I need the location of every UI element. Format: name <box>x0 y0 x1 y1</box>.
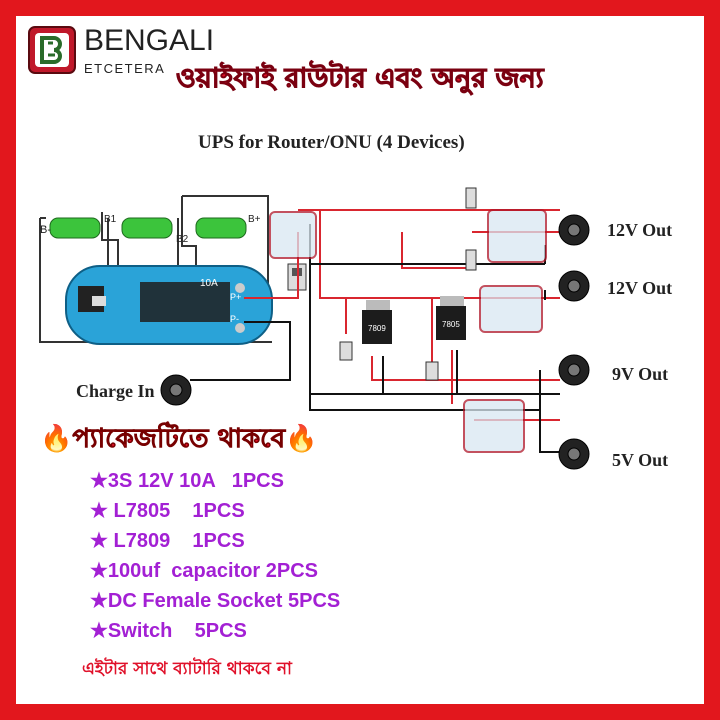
package-items: ★3S 12V 10A 1PCS ★ L7805 1PCS ★ L7809 1P… <box>90 466 340 646</box>
regulator-7805-label: 7805 <box>442 320 460 329</box>
output-label-12v-b: 12V Out <box>607 278 673 298</box>
battery-cells: B- B1 B2 B+ <box>40 214 261 245</box>
svg-text:P-: P- <box>230 314 239 324</box>
bms-current-label: 10A <box>200 278 218 289</box>
list-item: ★3S 12V 10A 1PCS <box>90 470 284 492</box>
output-label-5v: 5V Out <box>612 450 669 470</box>
pin-label-b-minus: B- <box>40 224 51 236</box>
list-item: ★ L7809 1PCS <box>90 530 245 552</box>
package-heading: 🔥প্যাকেজটিতে থাকবে🔥 <box>40 418 318 462</box>
svg-text:P+: P+ <box>230 292 241 302</box>
regulators: 7809 7805 <box>362 296 466 344</box>
pin-label-b-plus: B+ <box>248 214 261 225</box>
pin-label-b1: B1 <box>104 214 117 225</box>
watermark-logos <box>269 209 547 453</box>
headline: ওয়াইফাই রাউটার এবং অনুর জন্য <box>176 63 545 95</box>
brand-name: BENGALI <box>84 24 215 57</box>
dc-sockets <box>160 214 590 470</box>
brand-subtitle: ETCETERA <box>84 61 166 76</box>
output-switches <box>339 187 477 381</box>
flame-icon: 🔥 <box>285 424 318 455</box>
list-item: ★100uf capacitor 2PCS <box>90 560 319 582</box>
output-label-12v-a: 12V Out <box>607 220 673 240</box>
bms-board: 10A P+ P- <box>65 265 273 345</box>
pin-label-b2: B2 <box>176 234 189 245</box>
package-heading-text: প্যাকেজটিতে থাকবে <box>72 424 286 455</box>
list-item: ★ L7805 1PCS <box>90 500 245 522</box>
diagram-title: UPS for Router/ONU (4 Devices) <box>198 132 465 153</box>
regulator-7809-label: 7809 <box>368 324 386 333</box>
battery-not-included-note: এইটার সাথে ব্যাটারি থাকবে না <box>82 659 292 679</box>
charge-in-label: Charge In <box>76 381 155 401</box>
bengali-b-logo-icon <box>28 26 76 74</box>
list-item: ★Switch 5PCS <box>90 620 247 642</box>
output-label-9v: 9V Out <box>612 364 669 384</box>
list-item: ★DC Female Socket 5PCS <box>90 590 341 612</box>
flame-icon: 🔥 <box>40 424 73 455</box>
